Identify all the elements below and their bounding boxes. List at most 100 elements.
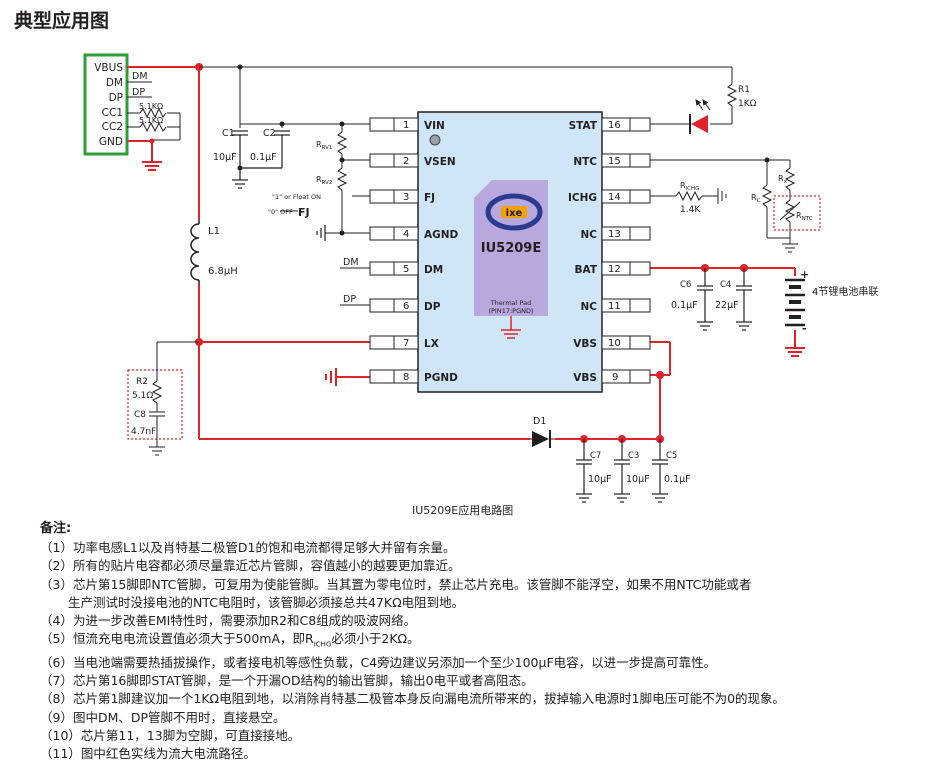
note-5-part2: 必须小于2KΩ。	[331, 631, 420, 647]
c7-ref: C7	[590, 451, 601, 461]
usb-dm-net: DM	[132, 71, 148, 82]
note-4: （4）为进一步改善EMI特性时，需要添加R2和C8组成的吸波网络。	[40, 613, 417, 629]
usb-gnd-node	[149, 138, 155, 144]
chip-logo-ring	[485, 193, 543, 231]
pin-vbs-10: VBS	[573, 338, 597, 350]
c6-value: 0.1μF	[671, 300, 698, 311]
rntc-label: RNTC	[796, 211, 813, 222]
l1-inductor	[190, 220, 200, 284]
chip-left-pins	[369, 117, 419, 384]
pin-vbs-9: VBS	[573, 372, 597, 384]
usb-ground	[127, 140, 162, 171]
pin5-num: 5	[403, 264, 409, 275]
note-6: （6）当电池端需要热插拔操作，或者接电机等感性负载，C4旁边建议另添加一个至少1…	[40, 654, 717, 670]
pin14-num: 14	[608, 192, 621, 203]
r2-ref: R2	[136, 377, 148, 387]
pin-agnd: AGND	[424, 229, 459, 241]
richg-value: 1.4K	[680, 205, 701, 215]
note-3: （3）芯片第15脚即NTC管脚，可复用为使能管脚。当其置为零电位时，禁止芯片充电…	[40, 576, 752, 592]
usb-pin-vbus: VBUS	[94, 62, 123, 74]
r2-value: 5.1Ω	[132, 391, 153, 401]
c4-ref: C4	[720, 280, 731, 290]
vbs-node	[656, 371, 664, 379]
pin10-num: 10	[608, 338, 621, 349]
note-3-continued: 生产测试时没接电池的NTC电阻时，该管脚必须接总共47KΩ电阻到地。	[68, 594, 465, 610]
pin9-num: 9	[612, 372, 618, 383]
pin3-num: 3	[403, 192, 409, 203]
usb-connector: VBUS DM DP CC1 CC2 GND	[83, 53, 129, 156]
richg-resistor	[650, 188, 727, 204]
rc-label: RC	[751, 193, 761, 204]
d1-diode	[530, 430, 555, 448]
cc2-resistor-value: 5.1KΩ	[139, 116, 163, 125]
pin-pgnd: PGND	[424, 372, 458, 384]
fj-wiring	[280, 195, 370, 212]
richg-ref: RICHG	[680, 181, 699, 192]
vbus-power-path	[127, 66, 796, 440]
agnd-node	[339, 230, 345, 236]
c3-value: 10μF	[626, 474, 650, 485]
pin-dp: DP	[424, 301, 441, 313]
rv2-label: RRV2	[316, 175, 332, 186]
chip-right-pins	[601, 117, 651, 384]
fj-off-note: "0" OFF	[268, 208, 293, 216]
pin-bat: BAT	[575, 264, 598, 276]
thermal-pad-label: Thermal Pad	[490, 299, 532, 307]
pin-nc-11: NC	[581, 301, 598, 313]
note-9: （9）图中DM、DP管脚不用时，直接悬空。	[40, 709, 286, 725]
c5-ref: C5	[666, 451, 677, 461]
chip-logo-pad	[474, 180, 548, 316]
c5-value: 0.1μF	[664, 474, 691, 485]
svg-text:+: +	[800, 268, 809, 281]
vin-node-b	[279, 121, 285, 127]
ntc-node	[764, 157, 770, 163]
c2-capacitor	[240, 130, 290, 169]
dm-dp-wiring	[340, 267, 370, 306]
c-gnd-node	[237, 165, 243, 171]
pin8-num: 8	[403, 372, 409, 383]
pin7-num: 7	[403, 338, 409, 349]
c4-value: 22μF	[715, 300, 739, 311]
snubber-network: R2 5.1Ω C8 4.7nF	[127, 341, 199, 456]
circuit-diagram: VBUS DM DP CC1 CC2 GND DM DP 5.1KΩ 5.1KΩ	[83, 53, 878, 517]
pin-dm: DM	[424, 264, 443, 276]
chip-name: IU5209E	[481, 241, 541, 256]
c1-value: 10μF	[213, 152, 237, 163]
c8-value: 4.7nF	[131, 427, 156, 437]
battery-label: 4节锂电池串联	[812, 285, 878, 298]
note-5-subscript: ICHG	[313, 640, 332, 649]
fj-on-note: "1" or Float ON	[272, 193, 321, 201]
dm-net-label: DM	[343, 257, 359, 268]
pin-stat: STAT	[569, 120, 598, 132]
rv1-label: RRV1	[316, 140, 332, 151]
usb-dp-net: DP	[132, 87, 145, 98]
note-5: （5）恒流充电电流设置值必须大于500mA，即RICHG必须小于2KΩ。	[40, 630, 920, 654]
usb-pin-cc1: CC1	[102, 107, 123, 119]
chip-ic: ixe IU5209E Thermal Pad (PIN17:PGND)	[417, 111, 603, 393]
figure-caption: IU5209E应用电路图	[412, 503, 513, 517]
note-8: （8）芯片第1脚建议加一个1KΩ电阻到地，以消除肖特基二极管本身反向漏电流所带来…	[40, 691, 786, 707]
d1-ref: D1	[533, 416, 546, 427]
c6-ref: C6	[680, 280, 691, 290]
l1-value: 6.8μH	[208, 266, 238, 277]
c7-value: 10μF	[588, 474, 612, 485]
pin16-num: 16	[608, 120, 621, 131]
usb-pin-dm: DM	[106, 77, 123, 89]
led-icon	[689, 99, 711, 134]
pin-fj: FJ	[424, 192, 435, 204]
c1-ground	[232, 175, 248, 189]
pin-nc-13: NC	[581, 229, 598, 241]
pin1-dot	[429, 134, 441, 146]
c3-ref: C3	[628, 451, 639, 461]
thermal-pad-pin: (PIN17:PGND)	[488, 307, 533, 315]
l1-ref: L1	[208, 226, 220, 237]
pgnd-ground	[325, 368, 370, 386]
bat-capacitors	[697, 268, 752, 331]
note-2: （2）所有的贴片电容都必须尽量靠近芯片管脚，容值越小的越要更加靠近。	[40, 558, 461, 574]
usb-pin-cc2: CC2	[102, 121, 123, 133]
note-10: （10）芯片第11，13脚为空脚，可直接接地。	[40, 727, 301, 743]
usb-pin-gnd: GND	[99, 136, 123, 148]
chip-logo-text: ixe	[506, 208, 523, 219]
c1-ref: C1	[222, 128, 235, 139]
output-capacitors	[576, 439, 668, 503]
